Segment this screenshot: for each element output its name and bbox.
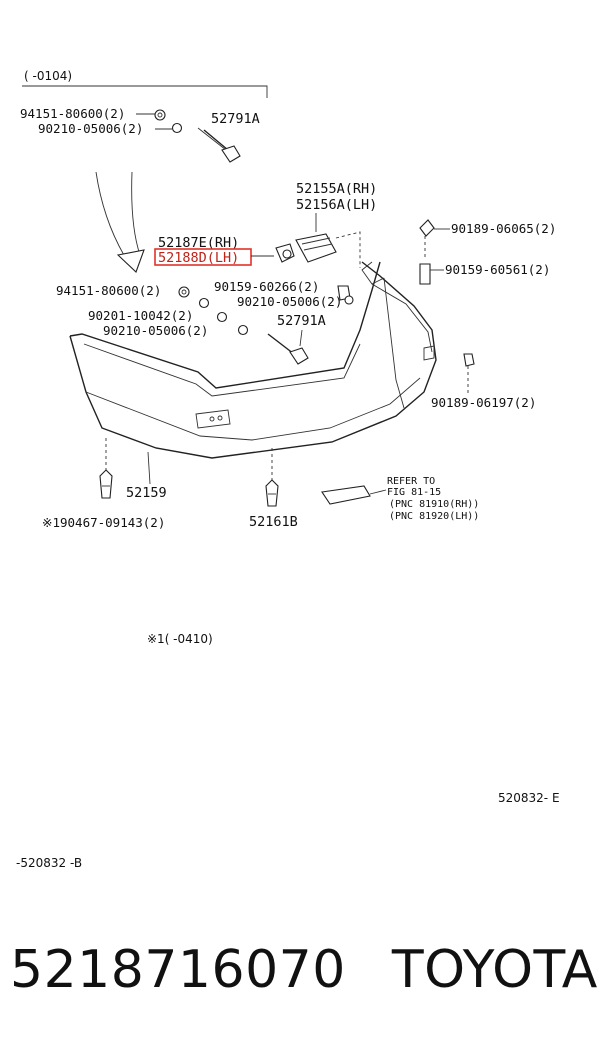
arrow-head-icon: [116, 249, 145, 273]
washer-mid-right-icon: [198, 297, 210, 309]
bolt-52791A-top-icon: [203, 129, 229, 151]
washer-90201-icon: [216, 311, 228, 323]
label-52187E-rh: 52187E(RH): [158, 235, 239, 251]
range-bracket: [22, 85, 268, 98]
label-90210-05006-mid-left: 90210-05006(2): [103, 323, 208, 338]
label-90201-10042: 90201-10042(2): [88, 308, 193, 323]
label-52161B: 52161B: [249, 514, 298, 530]
label-52791A-mid: 52791A: [277, 313, 326, 329]
reflector-opening-right: [423, 345, 435, 361]
label-190467-09143: ※190467-09143(2): [42, 515, 165, 530]
refer-line-3: (PNC 81910(RH)): [389, 499, 479, 510]
refer-line-2: FIG 81-15: [387, 487, 441, 498]
label-52159: 52159: [126, 485, 167, 501]
label-90159-60266: 90159-60266(2): [214, 279, 319, 294]
parts-diagram: ( -0104) 94151-80600(2) 90210-05006(2) 5…: [16, 69, 560, 870]
screw-90159-60561-icon: [419, 263, 431, 285]
bracket-52155A-icon: [295, 233, 337, 263]
label-90189-06065: 90189-06065(2): [451, 221, 556, 236]
footer-brand: TOYOTA: [391, 940, 598, 1000]
label-90210-05006-top: 90210-05006(2): [38, 121, 143, 136]
label-52156A-lh: 52156A(LH): [296, 197, 377, 213]
highlight-box: [154, 248, 252, 266]
label-90189-06197: 90189-06197(2): [431, 395, 536, 410]
label-52791A-top: 52791A: [211, 111, 260, 127]
bumper-cover-outline: [69, 261, 437, 459]
curved-arrow: [95, 171, 131, 266]
clip-52161B-icon: [265, 479, 279, 507]
nut-90189-06065-icon: [419, 219, 435, 237]
refer-line-4: (PNC 81920(LH)): [389, 511, 479, 522]
label-90210-05006-mid-right: 90210-05006(2): [237, 294, 342, 309]
nut-94151-icon: [154, 109, 166, 121]
reflector-opening-left: [195, 409, 231, 429]
label-94151-80600-mid: 94151-80600(2): [56, 283, 161, 298]
clip-190467-icon: [99, 469, 113, 499]
label-94151-80600-top: 94151-80600(2): [20, 106, 125, 121]
reflector-part-icon: [321, 485, 371, 505]
label-52188D-lh: 52188D(LH): [158, 250, 239, 266]
diagram-code-right: 520832- E: [498, 791, 560, 805]
clip-90189-06197-icon: [463, 353, 475, 367]
refer-line-1: REFER TO: [387, 476, 435, 487]
bumper-cover-top-edge: [69, 261, 381, 389]
diagram-code-left: -520832 -B: [16, 856, 82, 870]
nut-94151-mid-icon: [178, 286, 190, 298]
bolt-52791A-mid-icon: [267, 333, 295, 355]
label-90159-60561: 90159-60561(2): [445, 262, 550, 277]
note-range-1: ※1( -0410): [147, 632, 213, 646]
footer-part-number: 5218716070: [10, 940, 346, 1000]
footer-caption: 5218716070 TOYOTA: [10, 940, 598, 1000]
range-note-top: ( -0104): [24, 69, 72, 83]
washer-mid-left-icon: [237, 324, 249, 336]
label-52155A-rh: 52155A(RH): [296, 181, 377, 197]
washer-90210-icon: [171, 122, 183, 134]
